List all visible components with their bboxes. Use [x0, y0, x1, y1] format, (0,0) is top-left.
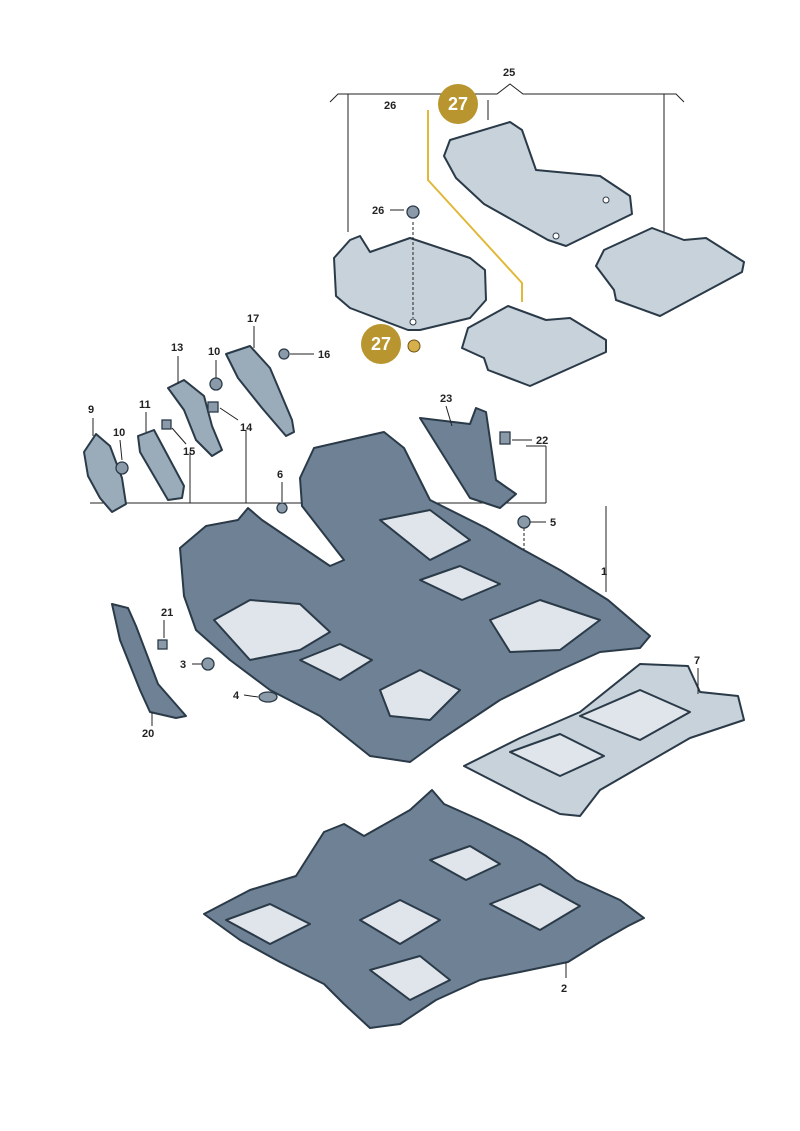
part-7-rear-panel [463, 663, 745, 817]
callout-9: 9 [88, 404, 94, 416]
callout-23: 23 [440, 393, 452, 405]
badge-27-top: 27 [438, 84, 478, 124]
callout-20: 20 [142, 728, 154, 740]
floor-mat-rear-left [461, 305, 607, 387]
part-6-fastener [276, 482, 288, 514]
callout-22: 22 [536, 435, 548, 447]
part-10-clip-left [115, 439, 129, 475]
callout-13: 13 [171, 342, 183, 354]
callout-4: 4 [233, 690, 240, 702]
svg-text:27: 27 [371, 334, 391, 354]
part-15-clip [161, 419, 187, 445]
callout-21: 21 [161, 607, 173, 619]
svg-text:27: 27 [448, 94, 468, 114]
callout-1: 1 [601, 566, 607, 578]
badge-27-mid: 27 [361, 324, 401, 364]
callout-26-top: 26 [384, 100, 396, 112]
floor-mat-rear-right [595, 227, 745, 317]
callout-3: 3 [180, 659, 186, 671]
set-25-bracket [329, 83, 685, 232]
part-9-bracket [83, 418, 127, 513]
part-21-clip [157, 620, 168, 650]
callout-26: 26 [372, 205, 384, 217]
floor-mat-front-left [333, 222, 487, 331]
callout-7: 7 [694, 655, 700, 667]
part-16-screw [278, 348, 314, 360]
part-20-trim [111, 603, 187, 726]
part-17-footrest [225, 326, 295, 437]
callout-10-left: 10 [113, 427, 125, 439]
part-5-clip [517, 515, 546, 556]
callout-15: 15 [183, 446, 195, 458]
callout-14: 14 [240, 422, 253, 434]
part-14-clip [207, 401, 239, 421]
part-23-trim [419, 405, 517, 509]
part-10-clip-right [209, 360, 223, 391]
callout-25: 25 [503, 67, 515, 79]
part-1-carpet-front [179, 431, 651, 763]
callout-16: 16 [318, 349, 330, 361]
part-4-clip [243, 691, 278, 703]
callout-17: 17 [247, 313, 259, 325]
fastener-26 [390, 205, 420, 219]
callout-10-right: 10 [208, 346, 220, 358]
fastener-27 [407, 339, 421, 353]
floor-mat-front-right [443, 121, 633, 247]
part-13-bracket [167, 356, 223, 457]
badge-highlight-line [427, 110, 523, 302]
callout-11: 11 [139, 399, 151, 411]
part-2-carpet-lower [203, 789, 645, 1029]
part-3-clip [192, 657, 215, 671]
callout-5: 5 [550, 517, 556, 529]
part-11-pedal-cover [137, 412, 185, 501]
callout-6: 6 [277, 469, 283, 481]
callout-2: 2 [561, 983, 567, 995]
part-22-clip [499, 431, 532, 445]
